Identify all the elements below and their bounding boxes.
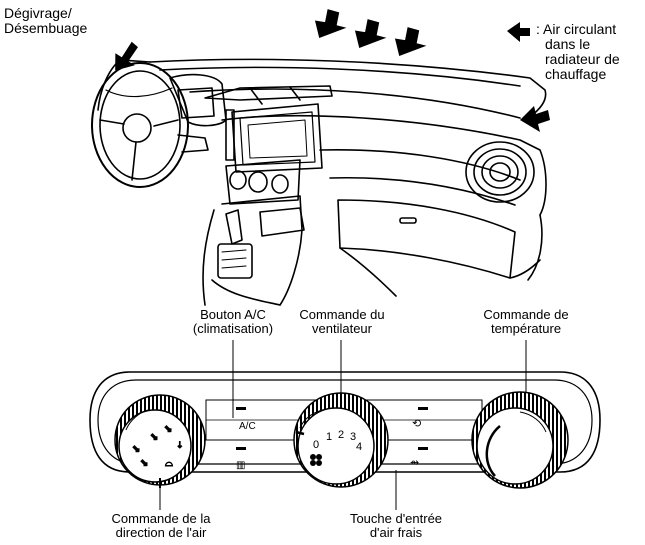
fan-speed-3: 3 xyxy=(350,431,356,443)
recirculation-icon: ⟲ xyxy=(412,417,421,430)
fan-speed-2: 2 xyxy=(338,429,344,441)
legend-air-line: : Air circulant xyxy=(536,21,617,37)
defrost-label: Dégivrage/ Désembuage xyxy=(4,6,87,36)
ac-button-caption: Bouton A/C (climatisation) xyxy=(175,308,291,336)
dashboard-illustration xyxy=(91,58,547,306)
rear-defrost-icon: ▥ xyxy=(236,460,245,471)
svg-text:⇘: ⇘ xyxy=(150,432,158,443)
fan-speed-4: 4 xyxy=(356,441,362,453)
ac-button-caption-line: Bouton A/C xyxy=(200,307,266,322)
legend-air-line: chauffage xyxy=(545,66,607,82)
arrow-icon xyxy=(520,106,550,132)
arrow-icon xyxy=(314,9,347,39)
ac-button[interactable] xyxy=(236,407,246,410)
fresh-air-caption-line: Touche d'entrée xyxy=(349,511,443,526)
legend-air-line: radiateur de xyxy=(545,51,620,67)
airflow-arrows xyxy=(115,9,550,132)
legend-air-line: dans le xyxy=(545,36,591,52)
defrost-label-line: Désembuage xyxy=(4,20,88,36)
rear-defrost-button[interactable]: ▥ xyxy=(236,447,246,471)
air-direction-caption: Commande de la direction de l'air xyxy=(96,512,226,540)
fan-control-caption-line: Commande du xyxy=(299,307,385,322)
temperature-control-caption: Commande de température xyxy=(470,308,582,336)
air-direction-knob[interactable]: ⇘ ⇘ ⇘ ⇘ ⌓ ⇣ xyxy=(114,394,206,488)
fresh-air-button[interactable]: ⇴ xyxy=(410,447,428,469)
fan-speed-0: 0 xyxy=(313,439,319,451)
arrow-icon xyxy=(354,19,387,49)
fan-speed-knob[interactable] xyxy=(293,392,389,488)
fan-speed-labels: 0 1 2 3 4 xyxy=(313,429,362,453)
arrow-icon xyxy=(115,41,138,71)
fan-control-caption: Commande du ventilateur xyxy=(287,308,397,336)
recirculation-button[interactable]: ⟲ xyxy=(412,407,428,430)
legend-air-label: : Air circulant dans le radiateur de cha… xyxy=(536,22,620,82)
ac-button-label: A/C xyxy=(239,421,256,432)
temperature-control-caption-line: Commande de xyxy=(483,307,569,322)
fan-control-caption-line: ventilateur xyxy=(312,321,372,336)
air-direction-caption-line: Commande de la xyxy=(111,511,211,526)
arrow-icon xyxy=(507,22,530,42)
fresh-air-icon: ⇴ xyxy=(410,456,419,469)
fresh-air-caption: Touche d'entrée d'air frais xyxy=(336,512,456,540)
svg-text:⇘: ⇘ xyxy=(140,458,148,469)
temperature-knob[interactable] xyxy=(471,391,569,489)
arrow-icon xyxy=(394,27,427,57)
fan-icon xyxy=(310,454,322,466)
svg-text:⌓: ⌓ xyxy=(165,458,173,469)
defrost-label-line: Dégivrage/ xyxy=(4,5,72,21)
svg-text:⇣: ⇣ xyxy=(176,441,184,451)
air-direction-caption-line: direction de l'air xyxy=(115,525,207,540)
svg-text:⇘: ⇘ xyxy=(164,424,172,435)
fresh-air-caption-line: d'air frais xyxy=(369,525,423,540)
ac-button-caption-line: (climatisation) xyxy=(192,321,274,336)
temperature-control-caption-line: température xyxy=(490,321,562,336)
fan-speed-1: 1 xyxy=(326,431,332,443)
svg-text:⇘: ⇘ xyxy=(132,444,140,455)
